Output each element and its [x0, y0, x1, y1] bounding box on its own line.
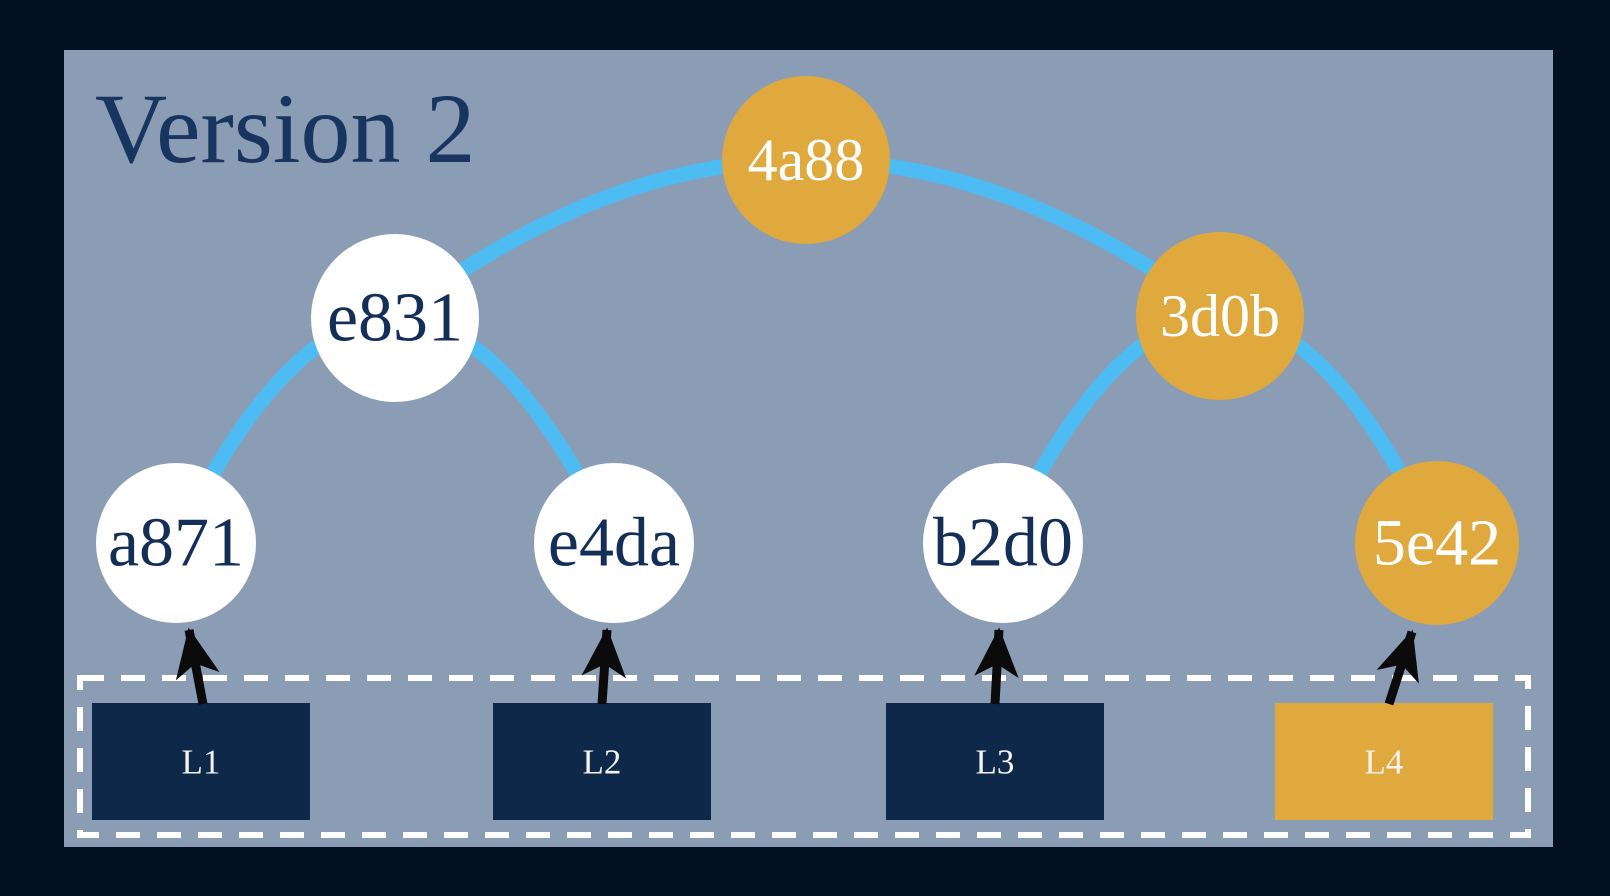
- data-block-l3-label: L3: [976, 743, 1015, 782]
- data-block-l4-rect: [1275, 703, 1493, 820]
- data-blocks-dashed-region: [77, 675, 1531, 838]
- node-internal-left: e831: [311, 234, 479, 402]
- node-leaf-2: e4da: [534, 463, 694, 623]
- node-leaf-1-label: a871: [108, 505, 244, 582]
- node-internal-left-circle: [311, 234, 479, 402]
- node-leaf-3-circle: [923, 463, 1083, 623]
- data-block-l2-rect: [493, 703, 711, 820]
- node-leaf-1-circle: [96, 463, 256, 623]
- arrow-l1-to-a871: [175, 627, 220, 705]
- node-internal-right-circle: [1136, 232, 1304, 400]
- data-block-l4-label: L4: [1365, 743, 1404, 782]
- node-leaf-4-label: 5e42: [1373, 507, 1501, 580]
- data-block-l2-label: L2: [583, 743, 622, 782]
- arrow-l3-to-b2d0: [974, 627, 1019, 705]
- data-block-l4: L4: [1275, 703, 1493, 820]
- node-internal-left-label: e831: [327, 280, 463, 357]
- node-leaf-3-label: b2d0: [933, 505, 1073, 582]
- version-title: Version 2: [95, 73, 476, 184]
- data-block-l1: L1: [92, 703, 310, 820]
- node-root: 4a88: [722, 76, 890, 244]
- node-internal-right-label: 3d0b: [1160, 283, 1280, 349]
- node-root-label: 4a88: [748, 127, 865, 193]
- hash-arrows: [175, 627, 1419, 706]
- node-internal-right: 3d0b: [1136, 232, 1304, 400]
- node-leaf-2-circle: [534, 463, 694, 623]
- data-block-l1-label: L1: [182, 743, 221, 782]
- data-block-l1-rect: [92, 703, 310, 820]
- node-leaf-1: a871: [96, 463, 256, 623]
- node-leaf-2-label: e4da: [548, 505, 680, 582]
- data-block-l2: L2: [493, 703, 711, 820]
- arrow-l2-to-e4da: [581, 627, 627, 705]
- arrow-l4-to-5e42: [1376, 629, 1419, 706]
- node-root-circle: [722, 76, 890, 244]
- node-leaf-4-circle: [1355, 461, 1519, 625]
- data-block-l3: L3: [886, 703, 1104, 820]
- node-leaf-4: 5e42: [1355, 461, 1519, 625]
- node-leaf-3: b2d0: [923, 463, 1083, 623]
- data-block-l3-rect: [886, 703, 1104, 820]
